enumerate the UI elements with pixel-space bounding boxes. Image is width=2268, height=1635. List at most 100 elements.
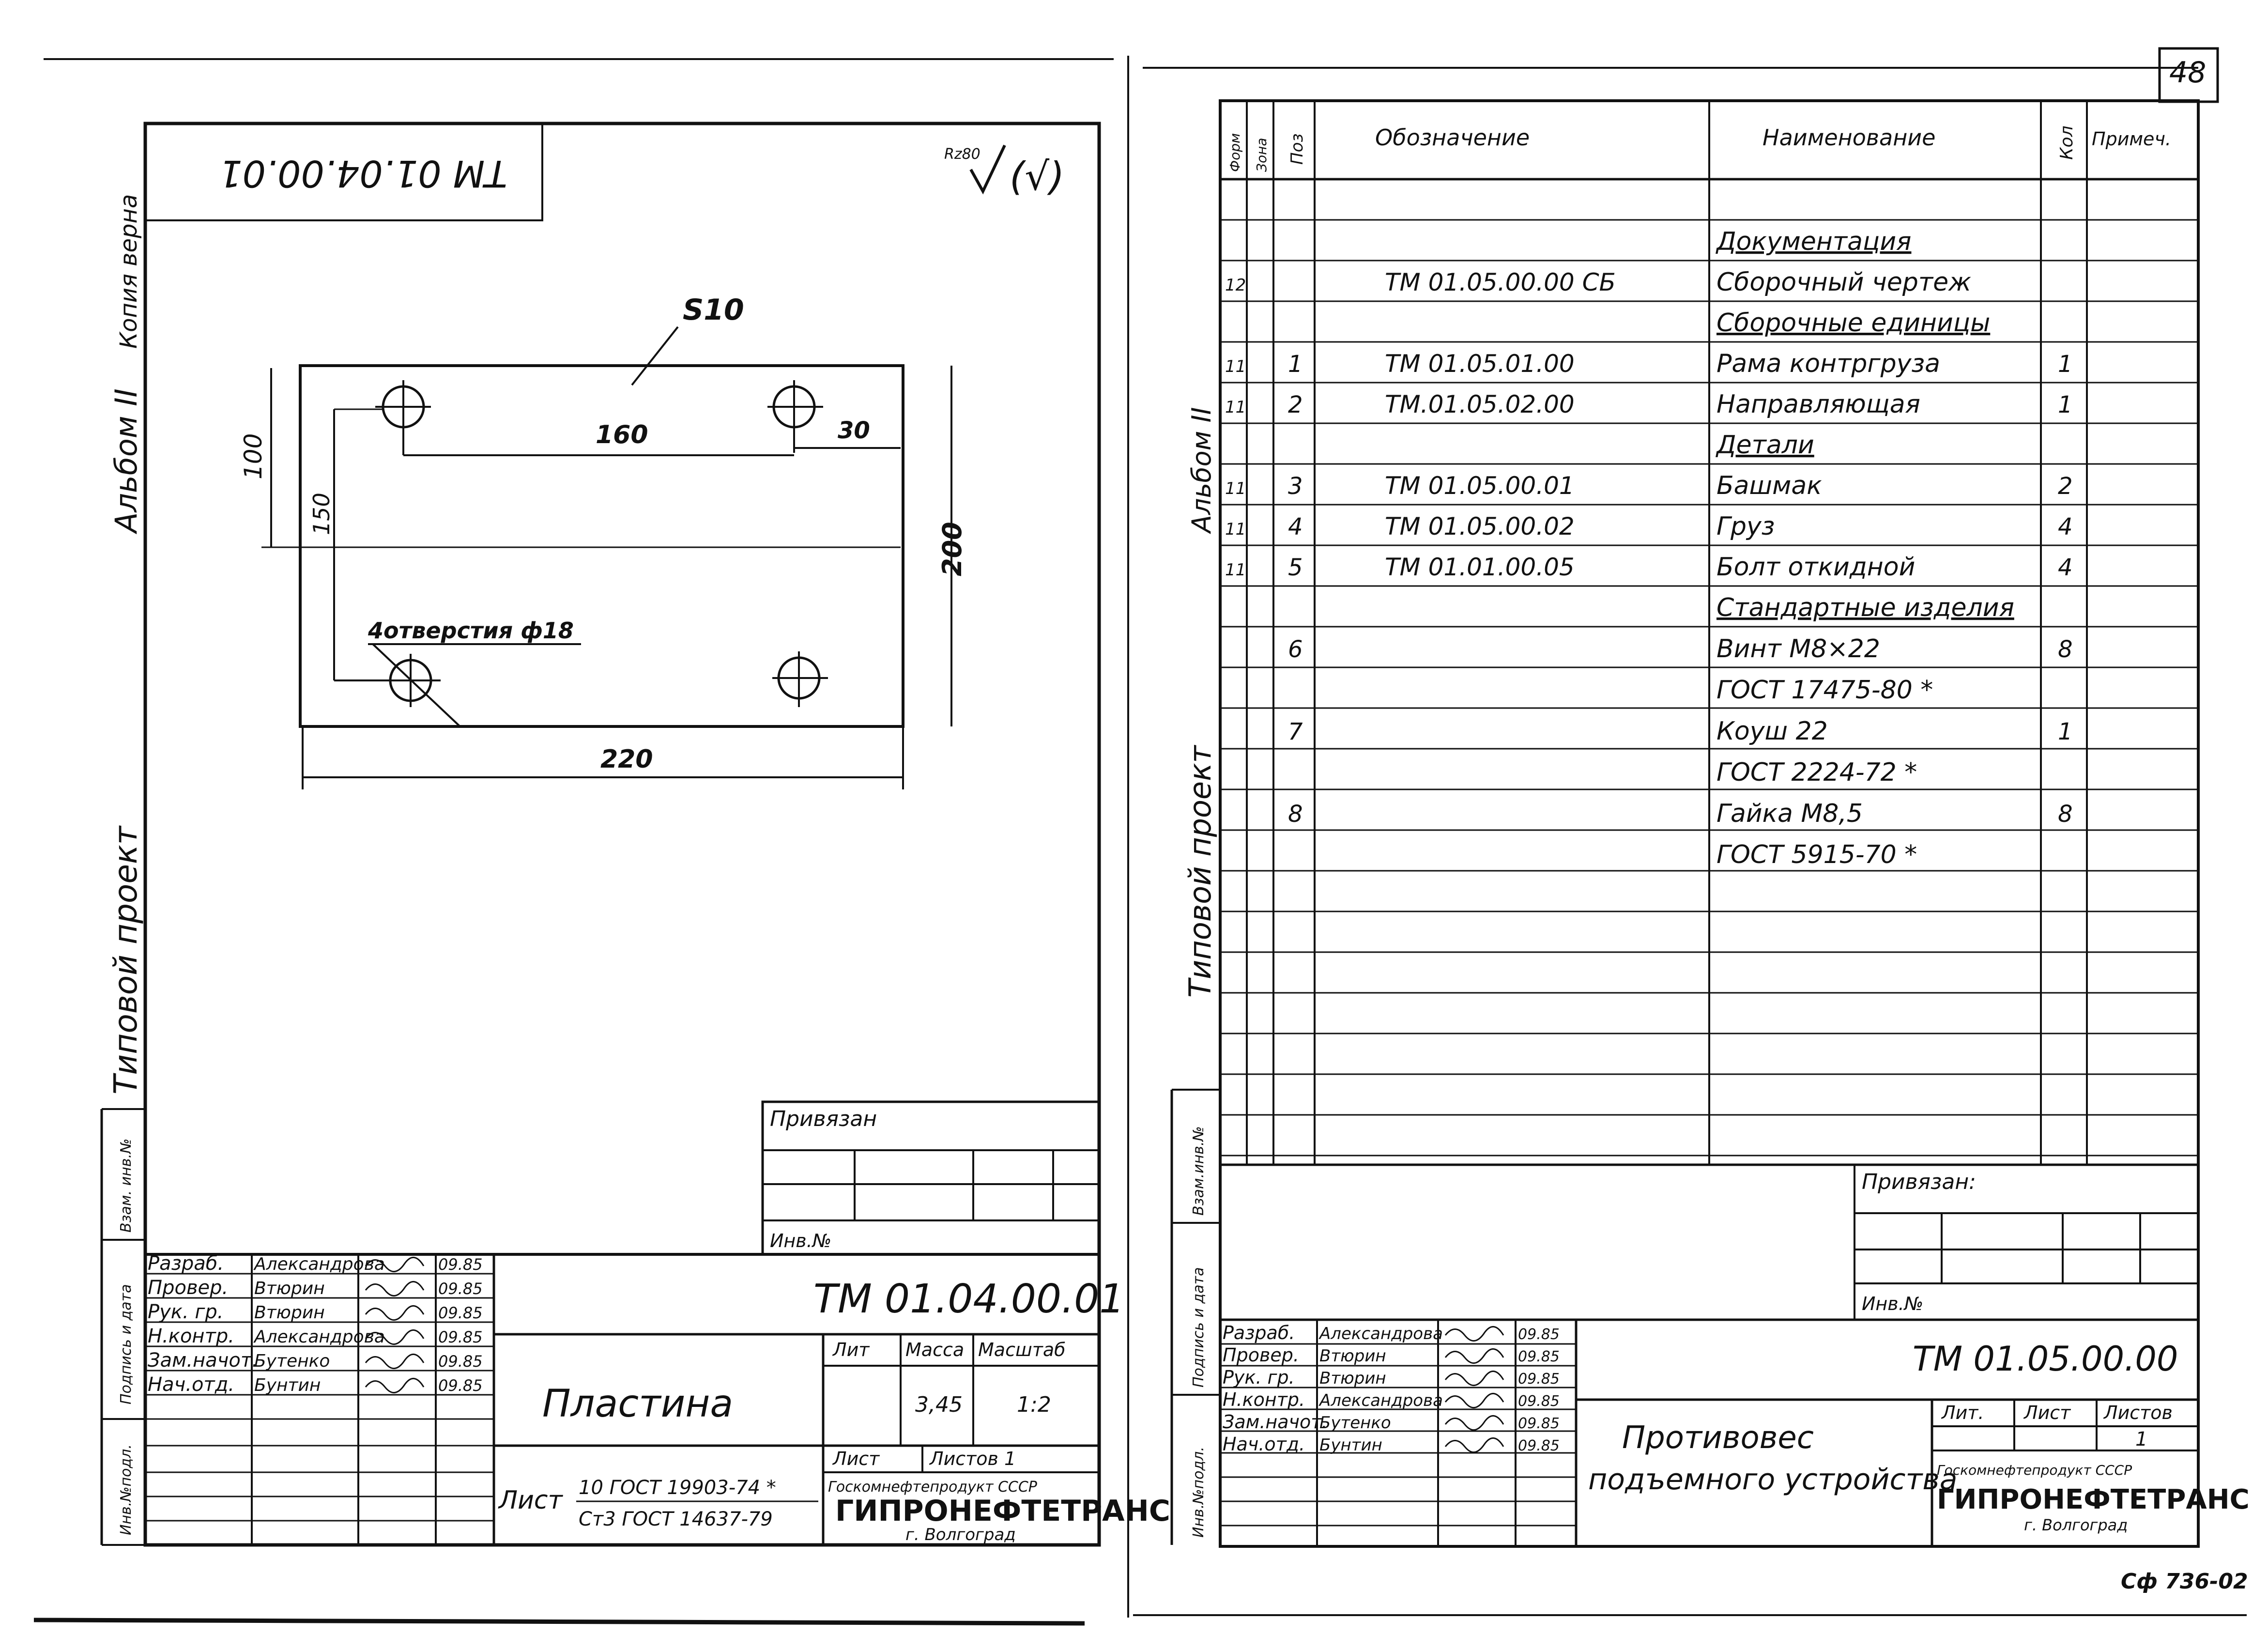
signature-mark (365, 1305, 425, 1321)
left-side-label-inv: Инв.№подл. (118, 1444, 135, 1535)
signature-mark (365, 1257, 425, 1272)
col-designation: Обозначение (1375, 124, 1530, 151)
signature-mark (1444, 1348, 1504, 1364)
left-top-designation: TM 01.04.00.01 (219, 152, 507, 195)
stamp-person: Александрова (1318, 1324, 1443, 1343)
row-name: Коуш 22 (1716, 717, 1828, 746)
stamp-role: Провер. (148, 1277, 228, 1299)
stamp-role: Н.контр. (148, 1325, 234, 1347)
stamp-person: Александрова (253, 1327, 385, 1347)
spec-table: Форм Зона Поз Обозначение Наименование К… (1220, 101, 2198, 1165)
right-side-album: Альбом II (1186, 407, 1217, 534)
right-lit-label: Лит. (1941, 1402, 1984, 1423)
row-name: Сборочный чертеж (1716, 268, 1971, 297)
dim-100: 100 (239, 433, 267, 479)
stamp-date: 09.85 (438, 1255, 483, 1274)
thickness-label: S10 (683, 293, 744, 327)
hole-top-left (375, 380, 431, 455)
col-name: Наименование (1762, 124, 1935, 151)
stamp-person: Александрова (253, 1254, 385, 1274)
left-material-top: 10 ГОСТ 19903-74 * (579, 1477, 776, 1499)
dim-160: 160 (596, 420, 648, 449)
svg-text:Rz80: Rz80 (944, 146, 981, 163)
right-stamp-name-2: подъемного устройства (1588, 1463, 1958, 1496)
stamp-date: 09.85 (1518, 1371, 1560, 1388)
signature-mark (1444, 1326, 1504, 1342)
section-heading: Сборочные единицы (1716, 308, 1990, 338)
left-side-album: Альбом II (108, 388, 144, 535)
signature-mark (1444, 1371, 1504, 1386)
stamp-person: Втюрин (254, 1279, 325, 1298)
row-name: Башмак (1716, 471, 1822, 500)
left-org-main: ГИПРОНЕФТЕТРАНС (835, 1494, 1170, 1528)
stamp-date: 09.85 (438, 1304, 483, 1322)
stamp-role: Н.контр. (1223, 1389, 1305, 1410)
stamp-role: Рук. гр. (1223, 1367, 1295, 1388)
stamp-date: 09.85 (1518, 1437, 1560, 1454)
row-pos: 2 (1288, 391, 1303, 418)
dim-30: 30 (838, 417, 870, 444)
dim-150: 150 (308, 493, 335, 535)
left-mass-label: Масса (905, 1339, 964, 1360)
row-name: Винт M8×22 (1716, 634, 1880, 663)
row-name: Гайка M8,5 (1716, 799, 1863, 828)
right-org-main: ГИПРОНЕФТЕТРАНС (1937, 1484, 2250, 1515)
right-side-type: Типовой проект (1182, 744, 1218, 998)
col-form: Форм (1227, 133, 1243, 172)
left-mass-value: 3,45 (915, 1392, 963, 1417)
left-scale-value: 1:2 (1017, 1392, 1051, 1417)
signature-mark (365, 1329, 425, 1345)
right-stamp-name-1: Противовес (1622, 1420, 1814, 1456)
svg-text:(√): (√) (1010, 154, 1064, 199)
hole-bottom-left (334, 654, 441, 707)
signature-mark (1444, 1415, 1504, 1431)
stamp-role: Рук. гр. (148, 1301, 224, 1323)
row-name: ГОСТ 5915-70 * (1716, 840, 1917, 869)
stamp-date: 09.85 (438, 1352, 483, 1371)
left-org-top: Госкомнефтепродукт СССР (828, 1479, 1038, 1496)
left-privyazan-label: Привязан (770, 1107, 877, 1131)
row-name: Груз (1716, 512, 1775, 541)
left-sheets-label: Листов 1 (929, 1448, 1016, 1469)
left-side-copy: Копия верна (115, 194, 142, 349)
stamp-person: Втюрин (1319, 1346, 1386, 1366)
row-qty: 4 (2058, 513, 2073, 540)
right-inv-label: Инв.№ (1862, 1293, 1923, 1314)
right-privyazan-label: Привязан: (1862, 1170, 1976, 1194)
dim-200: 200 (937, 522, 967, 576)
stamp-person: Александрова (1318, 1391, 1443, 1410)
right-org-top: Госкомнефтепродукт СССР (1937, 1462, 2132, 1478)
row-qty: 8 (2058, 636, 2073, 663)
row-form: 11 (1225, 479, 1246, 498)
right-privyazan-block: Привязан: Инв.№ (1220, 1163, 2198, 1320)
right-side-label-replace: Взам.инв.№ (1190, 1126, 1207, 1216)
right-stamp-designation: TM 01.05.00.00 (1913, 1339, 2178, 1379)
signature-mark (365, 1354, 425, 1369)
row-form: 11 (1225, 520, 1246, 539)
left-org-city: г. Волгоград (905, 1525, 1016, 1544)
row-qty: 1 (2058, 351, 2073, 378)
row-qty: 2 (2058, 473, 2073, 500)
left-privyazan-block: Привязан Инв.№ (761, 1100, 1101, 1256)
signature-mark (1444, 1437, 1504, 1453)
stamp-date: 09.85 (438, 1376, 483, 1395)
table-row: ГОСТ 2224-72 * (1716, 758, 1917, 787)
signature-mark (365, 1378, 425, 1393)
row-pos: 3 (1288, 473, 1303, 500)
stamp-person: Втюрин (1319, 1369, 1386, 1388)
stamp-role: Зам.начот. (1223, 1411, 1327, 1433)
table-row: Стандартные изделия (1716, 593, 2014, 622)
hole-top-right (767, 380, 823, 453)
row-name: ГОСТ 2224-72 * (1716, 758, 1917, 787)
plate-outline (299, 364, 904, 728)
left-sheet-label: Лист (832, 1448, 880, 1469)
footer-code: Сф 736-02 (2121, 1569, 2248, 1594)
row-name: Направляющая (1716, 390, 1920, 419)
right-sheet-label: Лист (2023, 1402, 2071, 1423)
left-material-prefix: Лист (498, 1486, 563, 1515)
